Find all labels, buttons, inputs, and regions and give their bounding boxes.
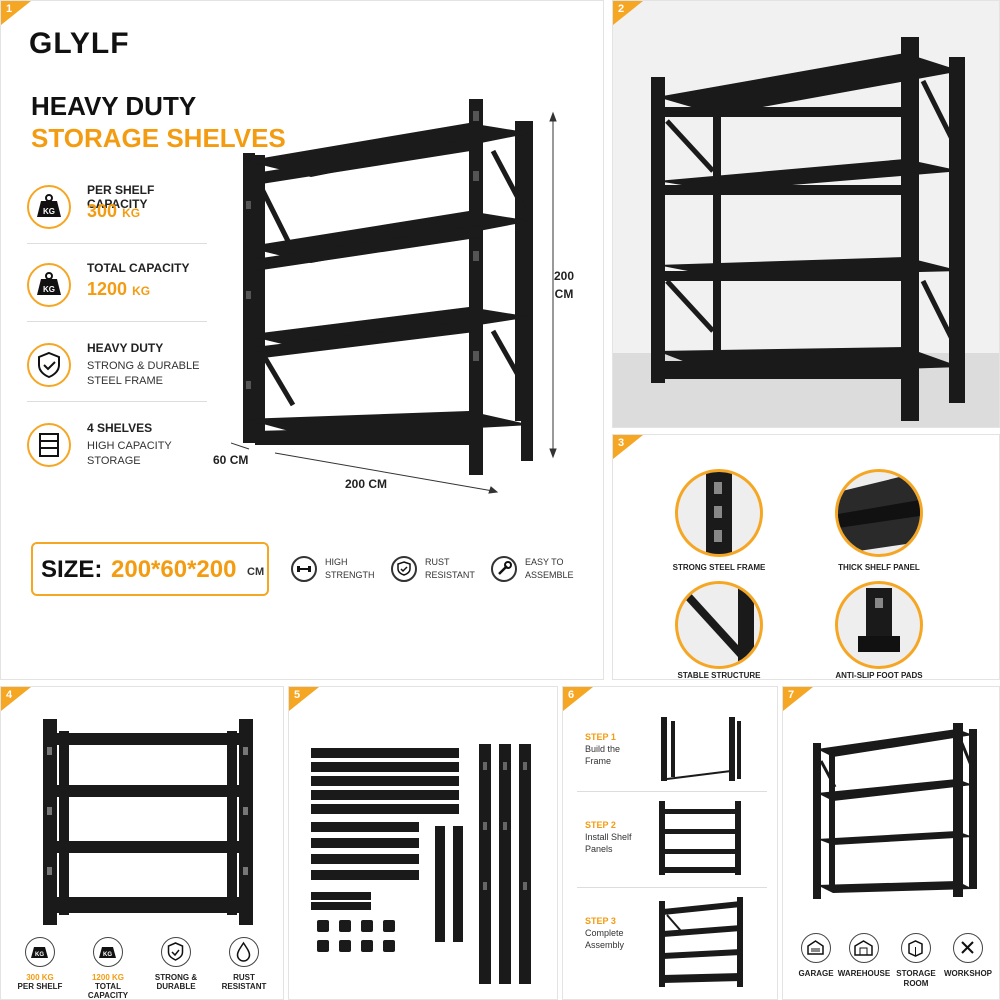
detail-caption: ANTI-SLIP FOOT PADS — [835, 671, 923, 680]
svg-text:KG: KG — [103, 952, 112, 958]
step-3-image — [659, 897, 743, 987]
panel-detail-closeups: 3 STRONG STEEL FRAME THICK SHELF PANEL S… — [612, 434, 1000, 680]
feature-label: PER SHELF CAPACITY — [87, 183, 155, 211]
mini-feature-text: EASY TO ASSEMBLE — [525, 557, 574, 580]
dumbbell-icon — [291, 556, 317, 582]
wrench-icon — [491, 556, 517, 582]
feature-label: HEAVY DUTY — [87, 341, 164, 355]
width-dimension-label: 200 CM — [345, 477, 388, 491]
shelves-icon — [27, 423, 71, 467]
panel-number-badge: 7 — [783, 687, 813, 711]
shelf-rack-photo — [651, 37, 965, 421]
step-2-image — [659, 801, 741, 875]
product-title-line2: STORAGE SHELVES — [31, 123, 286, 153]
icon-caption: STRONG &DURABLE — [154, 973, 198, 991]
svg-text:KG: KG — [43, 207, 55, 216]
detail-caption: THICK SHELF PANEL — [838, 563, 920, 572]
shield-check-icon — [27, 343, 71, 387]
panel-number-badge: 5 — [289, 687, 319, 711]
weight-kg-icon: KG — [27, 185, 71, 229]
feature-per-shelf-capacity: KG PER SHELF CAPACITY 300 KG — [27, 181, 207, 247]
detail-caption: STABLE STRUCTURE — [677, 671, 761, 680]
feature-total-capacity: KG TOTAL CAPACITY 1200 KG — [27, 259, 207, 325]
weight-kg-icon: KG — [25, 937, 55, 967]
mini-feature-text: RUST RESISTANT — [425, 557, 475, 580]
use-caption: WAREHOUSE — [837, 969, 891, 978]
depth-dimension-label: 60 CM — [213, 453, 249, 467]
brand-logo: GLYLF — [29, 27, 130, 60]
workshop-icon — [953, 933, 983, 963]
feature-label: 4 SHELVES — [87, 421, 153, 435]
foot-pad-closeup — [835, 581, 923, 669]
garage-icon — [801, 933, 831, 963]
shield-check-icon — [161, 937, 191, 967]
mini-feature-text: HIGH STRENGTH — [325, 557, 375, 580]
shelf-panel-closeup — [835, 469, 923, 557]
use-caption: GARAGE — [798, 969, 834, 978]
storage-room-icon — [901, 933, 931, 963]
feature-value: 300 KG — [87, 201, 141, 221]
steel-frame-closeup — [675, 469, 763, 557]
svg-text:KG: KG — [35, 952, 44, 958]
water-drop-icon — [229, 937, 259, 967]
weight-kg-icon: KG — [93, 937, 123, 967]
panel-photo-view: 2 — [612, 0, 1000, 428]
feature-description: HIGH CAPACITY STORAGE — [87, 440, 172, 467]
parts-layout — [311, 744, 531, 984]
divider — [27, 401, 207, 402]
size-box: SIZE: 200*60*200 CM — [31, 542, 269, 596]
mini-feature-rust-resistant: RUST RESISTANT — [391, 554, 481, 588]
size-value: 200*60*200 — [111, 556, 237, 583]
panel-main-product: 1 GLYLF HEAVY DUTY STORAGE SHELVES KG PE… — [0, 0, 604, 680]
panel-number-badge: 3 — [613, 435, 643, 459]
product-title-line1: HEAVY DUTY — [31, 91, 197, 121]
svg-text:KG: KG — [43, 285, 55, 294]
use-caption: WORKSHOP — [944, 969, 992, 978]
detail-caption: STRONG STEEL FRAME — [672, 563, 766, 572]
size-label: SIZE: — [41, 556, 103, 583]
weight-kg-icon: KG — [27, 263, 71, 307]
brace-closeup — [675, 581, 763, 669]
panel-number-badge: 6 — [563, 687, 593, 711]
divider — [27, 243, 207, 244]
panel-number-badge: 2 — [613, 1, 643, 25]
mini-feature-high-strength: HIGH STRENGTH — [291, 554, 381, 588]
divider — [577, 791, 767, 792]
shield-check-icon — [391, 556, 417, 582]
mini-feature-easy-assemble: EASY TO ASSEMBLE — [491, 554, 591, 588]
step-1-image — [661, 717, 741, 781]
feature-heavy-duty: HEAVY DUTY STRONG & DURABLE STEEL FRAME — [27, 339, 207, 405]
panel-number-badge: 4 — [1, 687, 31, 711]
size-unit: CM — [247, 566, 265, 578]
feature-value: 1200 KG — [87, 279, 151, 299]
panel-package-parts: 5 — [288, 686, 558, 1000]
warehouse-icon — [849, 933, 879, 963]
divider — [577, 887, 767, 888]
divider — [27, 321, 207, 322]
shelf-rack-illustration — [231, 99, 557, 494]
use-caption: STORAGE ROOM — [896, 969, 936, 988]
panel-number-badge: 1 — [1, 1, 31, 25]
feature-label: TOTAL CAPACITY — [87, 261, 190, 275]
panel-use-cases: 7 GARAGE WAREHOUSE STORAGE ROOM WORKSHOP — [782, 686, 1000, 1000]
feature-description: STRONG & DURABLE STEEL FRAME — [87, 360, 200, 387]
shelf-rack-front — [43, 719, 253, 925]
feature-4-shelves: 4 SHELVES HIGH CAPACITY STORAGE — [27, 419, 207, 485]
shelf-rack-angle — [813, 723, 977, 899]
